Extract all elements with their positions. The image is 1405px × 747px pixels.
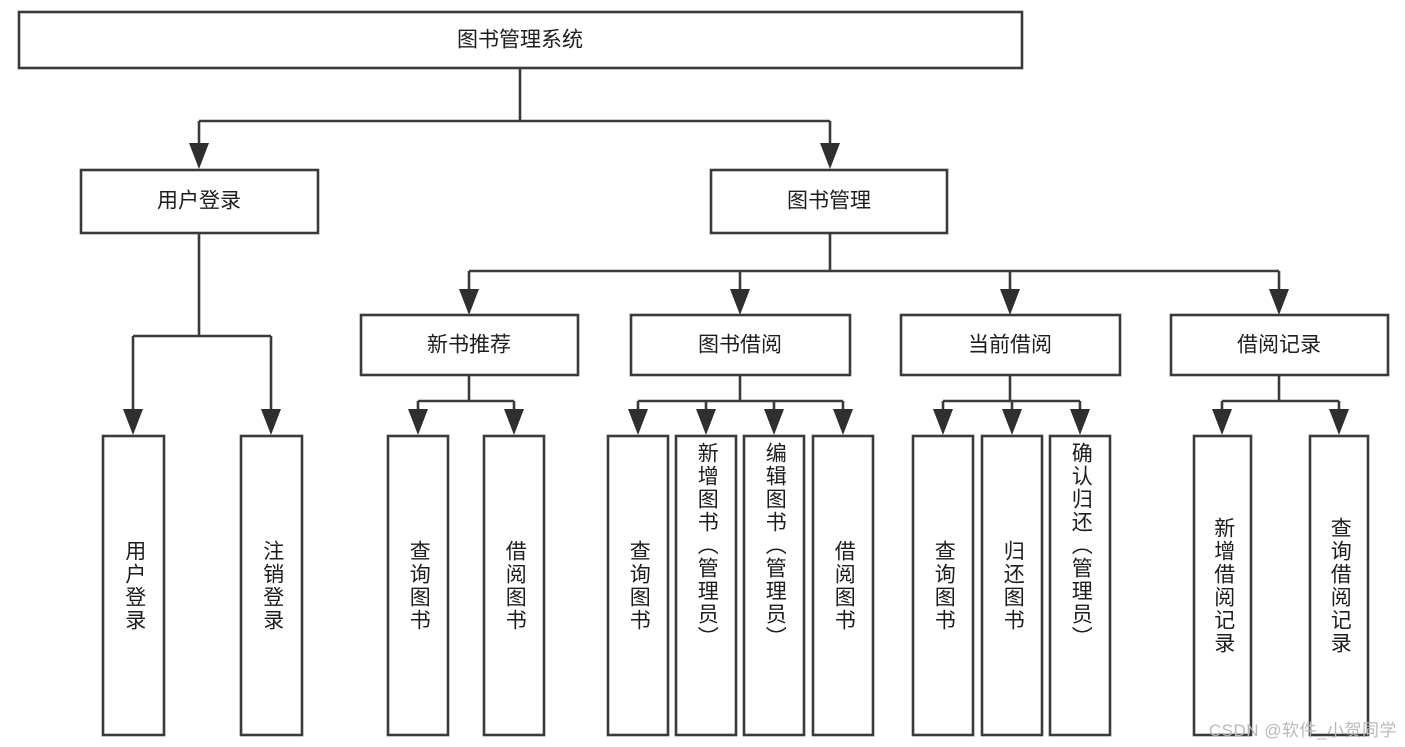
arrowhead-bookborrow-leaf-4 — [833, 409, 853, 435]
leaf-box-bookborrow-4[interactable] — [811, 434, 875, 737]
leaf-box-newbook-2[interactable] — [482, 434, 546, 737]
arrowhead-to-new-book — [459, 289, 479, 315]
arrowhead-newbook-leaf-1 — [408, 409, 428, 435]
arrowhead-user-leaf-1 — [123, 409, 143, 435]
node-book-manage-label: 图书管理 — [787, 190, 871, 213]
connector-group-book-manage — [459, 233, 1289, 315]
connector-group-borrow-record — [1212, 375, 1349, 435]
csdn-watermark: CSDN @软件_小贺同学 — [1208, 721, 1397, 740]
leaf-box-bookborrow-2[interactable] — [674, 434, 738, 737]
arrowhead-currentborrow-leaf-2 — [1002, 409, 1022, 435]
connector-group-current-borrow — [933, 375, 1090, 435]
arrowhead-to-borrow-record — [1269, 289, 1289, 315]
arrowhead-currentborrow-leaf-3 — [1070, 409, 1090, 435]
connector-group-new-book — [408, 375, 524, 435]
leaf-box-bookborrow-3[interactable] — [742, 434, 806, 737]
arrowhead-bookborrow-leaf-1 — [628, 409, 648, 435]
connector-group-book-borrow — [628, 375, 853, 435]
leaf-box-user-2[interactable] — [239, 434, 304, 737]
arrowhead-user-leaf-2 — [261, 409, 281, 435]
node-current-borrow-label: 当前借阅 — [968, 334, 1052, 357]
node-new-book-box[interactable] — [359, 313, 580, 377]
node-new-book-label: 新书推荐 — [427, 334, 511, 357]
leaf-box-currentborrow-1[interactable] — [911, 434, 975, 737]
leaf-box-borrowrecord-2[interactable] — [1308, 434, 1370, 737]
connector-group-root — [189, 68, 840, 169]
leaf-box-bookborrow-1[interactable] — [606, 434, 670, 737]
leaf-box-borrowrecord-1[interactable] — [1192, 434, 1253, 737]
node-user-login-box[interactable] — [79, 168, 320, 235]
arrowhead-bookborrow-leaf-3 — [764, 409, 784, 435]
node-root-label: 图书管理系统 — [457, 29, 583, 52]
arrowhead-borrowrecord-leaf-1 — [1212, 409, 1232, 435]
connector-group-user-login — [123, 233, 281, 435]
arrowhead-currentborrow-leaf-1 — [933, 409, 953, 435]
arrowhead-to-user-login — [189, 143, 209, 169]
node-book-borrow-box[interactable] — [629, 313, 852, 377]
leaf-box-newbook-1[interactable] — [386, 434, 450, 737]
node-root-box[interactable] — [17, 10, 1024, 70]
leaf-box-user-1[interactable] — [101, 434, 166, 737]
node-borrow-record-box[interactable] — [1169, 313, 1390, 377]
leaf-box-currentborrow-2[interactable] — [980, 434, 1044, 737]
arrowhead-to-book-borrow — [730, 289, 750, 315]
arrowhead-to-current-borrow — [1000, 289, 1020, 315]
node-current-borrow-box[interactable] — [899, 313, 1122, 377]
node-book-manage-box[interactable] — [709, 168, 949, 235]
node-user-login-label: 用户登录 — [157, 190, 241, 213]
arrowhead-newbook-leaf-2 — [504, 409, 524, 435]
arrowhead-to-book-manage — [820, 143, 840, 169]
node-book-borrow-label: 图书借阅 — [698, 334, 782, 357]
arrowhead-borrowrecord-leaf-2 — [1329, 409, 1349, 435]
arrowhead-bookborrow-leaf-2 — [696, 409, 716, 435]
leaf-box-currentborrow-3[interactable] — [1048, 434, 1112, 737]
node-borrow-record-label: 借阅记录 — [1237, 334, 1321, 357]
